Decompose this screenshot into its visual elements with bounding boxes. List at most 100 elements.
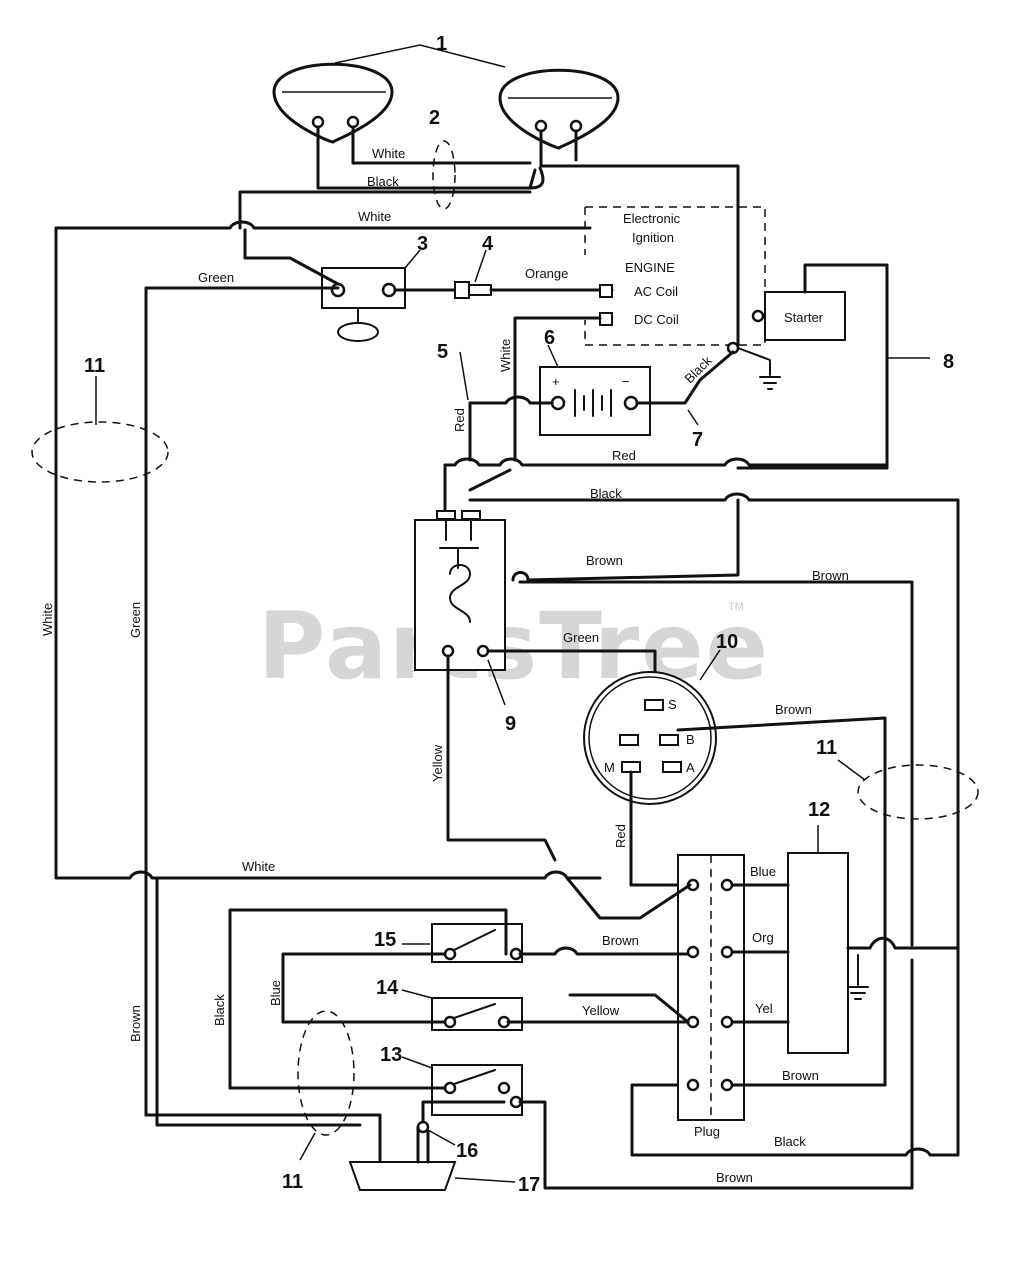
callout-number: 1 [436,33,447,55]
wire-label: Black [590,486,622,501]
seat-switch [348,1120,457,1191]
wire-brown-bottom [518,958,914,1190]
wire-label: Brown [602,933,639,948]
ac-coil-label: AC Coil [634,284,678,299]
wire-seat-switch [416,1125,430,1164]
callout-leader-9 [487,659,506,706]
dc-coil-label: DC Coil [634,312,679,327]
wire-black-loop [468,492,960,1157]
wire-blue-left [281,952,447,1024]
callout-number: 16 [456,1140,478,1162]
switch-terminal-m: M [604,760,615,775]
wire-label: Brown [812,568,849,583]
callout-number: 8 [943,351,954,373]
dc-coil-terminal [599,312,613,326]
wire-label: White [358,209,391,224]
wire-white-top [351,125,532,165]
wire-label: Green [563,630,599,645]
wire-brown-relay [511,498,740,582]
callout-leader-4 [474,249,487,283]
wire-label: White [242,859,275,874]
ignition-label-1: Electronic [623,211,681,226]
wire-label: Brown [775,702,812,717]
callout-number: 14 [376,977,399,999]
callout-leader-14 [401,989,433,999]
switch-terminal-s: S [668,697,677,712]
callout-leader-1 [334,44,506,68]
wire-bundle-2 [432,140,456,210]
connector-plug [677,854,745,1121]
wire-label: Green [128,602,143,638]
wire-label: Brown [128,1005,143,1042]
watermark: PartsTree [258,593,770,700]
wire-label: Brown [782,1068,819,1083]
wire-label: Org [752,930,774,945]
wire-white-switch [243,228,340,286]
wire-label: Yel [755,1001,773,1016]
wire-label: Brown [716,1170,753,1185]
wire-label: Orange [525,266,568,281]
wire-label: Red [452,408,467,432]
light-switch [321,267,406,342]
headlight-left [272,62,394,144]
wire-white-upper [54,220,592,230]
interlock-module [787,852,849,1054]
wire-yellow [446,654,557,862]
callout-leader-5 [459,351,469,401]
wire-label: White [498,339,513,372]
wire-label: Blue [268,980,283,1006]
wire-label: Black [774,1134,806,1149]
wire-label: Black [367,174,399,189]
callout-leader-3 [404,249,421,269]
battery-plus: + [552,374,560,389]
solenoid-relay [414,510,506,671]
wire-label: Black [212,994,227,1026]
callout-leader-10 [699,649,721,681]
ground-symbol-top [726,341,781,390]
engine-label: ENGINE [625,260,675,275]
plug-label: Plug [694,1124,720,1139]
callout-leader-11-right [837,759,866,781]
wire-black-top [316,125,537,190]
ignition-box [584,206,766,346]
wire-label: Yellow [582,1003,620,1018]
callout-leader-13 [401,1056,433,1069]
headlight-right [498,68,620,150]
callout-leader-6 [547,344,559,368]
wire-diag [468,468,512,492]
wire-green-left [144,286,382,1162]
callout-number: 3 [417,233,428,255]
wire-label: Brown [586,553,623,568]
starter-motor [751,291,846,341]
switch-terminal-a: A [686,760,695,775]
callout-number: 11 [282,1171,303,1193]
wire-label: Red [612,448,636,463]
ac-coil-terminal [599,284,613,298]
wire-brown-conn-left [518,946,690,956]
callout-leader-17 [454,1177,516,1183]
wire-black-left [228,908,508,1090]
wire-white-conn [565,876,692,920]
wire-starter-8 [736,263,889,470]
ground-symbol-bottom [847,954,869,1000]
callout-leader-11-bottom [299,1132,316,1161]
callout-number: 9 [505,713,516,735]
callout-number: 17 [518,1174,540,1196]
safety-switch-13 [431,1064,523,1116]
watermark-tm: TM [728,601,744,613]
wire-label: Red [613,824,628,848]
wire-label: White [372,146,405,161]
inline-fuse [454,281,492,299]
safety-switch-14 [431,997,523,1031]
wire-bundle-11-bottom [297,1010,355,1136]
key-switch [583,671,717,805]
switch-terminal-b: B [686,732,695,747]
wire-label: Green [198,270,234,285]
callout-number: 4 [482,233,494,255]
callout-number: 7 [692,429,703,451]
callout-number: 15 [374,929,396,951]
wire-red-m [629,770,692,887]
callout-number: 2 [429,107,440,129]
wire-brown-right [518,580,914,947]
